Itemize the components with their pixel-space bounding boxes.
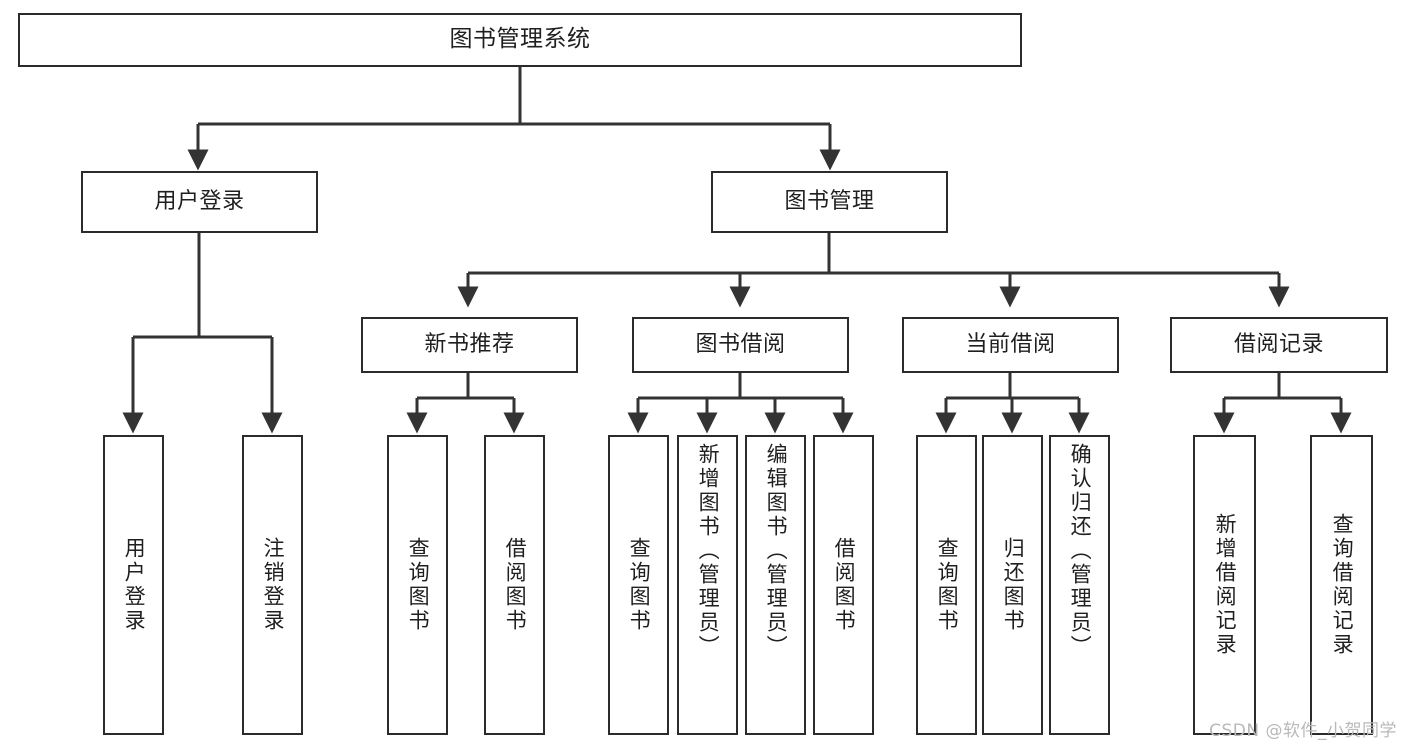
leaf-add-book-admin[interactable]: 新增图书（管理员） <box>677 435 738 735</box>
node-label: 编辑图书（管理员） <box>764 443 789 659</box>
leaf-return-book[interactable]: 归还图书 <box>982 435 1043 735</box>
leaf-query-book-borrow[interactable]: 查询图书 <box>608 435 669 735</box>
node-label: 用户登录 <box>154 189 245 215</box>
node-label: 图书管理系统 <box>449 26 591 53</box>
node-label: 归还图书 <box>1001 537 1026 633</box>
node-label: 查询图书 <box>627 537 652 633</box>
leaf-query-book-current[interactable]: 查询图书 <box>916 435 977 735</box>
leaf-edit-book-admin[interactable]: 编辑图书（管理员） <box>745 435 806 735</box>
node-book-borrow[interactable]: 图书借阅 <box>632 317 849 373</box>
leaf-borrow-book[interactable]: 借阅图书 <box>813 435 874 735</box>
node-user-login[interactable]: 用户登录 <box>81 171 318 233</box>
node-label: 借阅记录 <box>1233 332 1324 358</box>
node-label: 新增借阅记录 <box>1213 513 1238 657</box>
node-borrow-record[interactable]: 借阅记录 <box>1170 317 1388 373</box>
leaf-query-borrow-record[interactable]: 查询借阅记录 <box>1310 435 1373 735</box>
node-label: 新书推荐 <box>424 332 515 358</box>
node-current-borrow[interactable]: 当前借阅 <box>902 317 1119 373</box>
leaf-query-book-recommend[interactable]: 查询图书 <box>387 435 448 735</box>
node-label: 查询图书 <box>406 537 431 633</box>
csdn-watermark: CSDN @软件_小贺同学 <box>1209 721 1397 741</box>
node-label: 确认归还（管理员） <box>1068 443 1093 659</box>
leaf-user-login[interactable]: 用户登录 <box>103 435 164 735</box>
node-label: 注销登录 <box>261 537 286 633</box>
node-root-system[interactable]: 图书管理系统 <box>18 13 1022 67</box>
node-label: 当前借阅 <box>965 332 1056 358</box>
leaf-add-borrow-record[interactable]: 新增借阅记录 <box>1193 435 1256 735</box>
node-label: 借阅图书 <box>832 537 857 633</box>
node-label: 查询借阅记录 <box>1330 513 1355 657</box>
node-label: 新增图书（管理员） <box>696 443 721 659</box>
leaf-borrow-book-recommend[interactable]: 借阅图书 <box>484 435 545 735</box>
node-label: 查询图书 <box>935 537 960 633</box>
leaf-confirm-return-admin[interactable]: 确认归还（管理员） <box>1049 435 1110 735</box>
node-label: 图书管理 <box>784 189 875 215</box>
node-label: 用户登录 <box>122 537 147 633</box>
node-label: 借阅图书 <box>503 537 528 633</box>
node-book-manage[interactable]: 图书管理 <box>711 171 948 233</box>
node-new-book-recommend[interactable]: 新书推荐 <box>361 317 578 373</box>
node-label: 图书借阅 <box>695 332 786 358</box>
leaf-logout[interactable]: 注销登录 <box>242 435 303 735</box>
